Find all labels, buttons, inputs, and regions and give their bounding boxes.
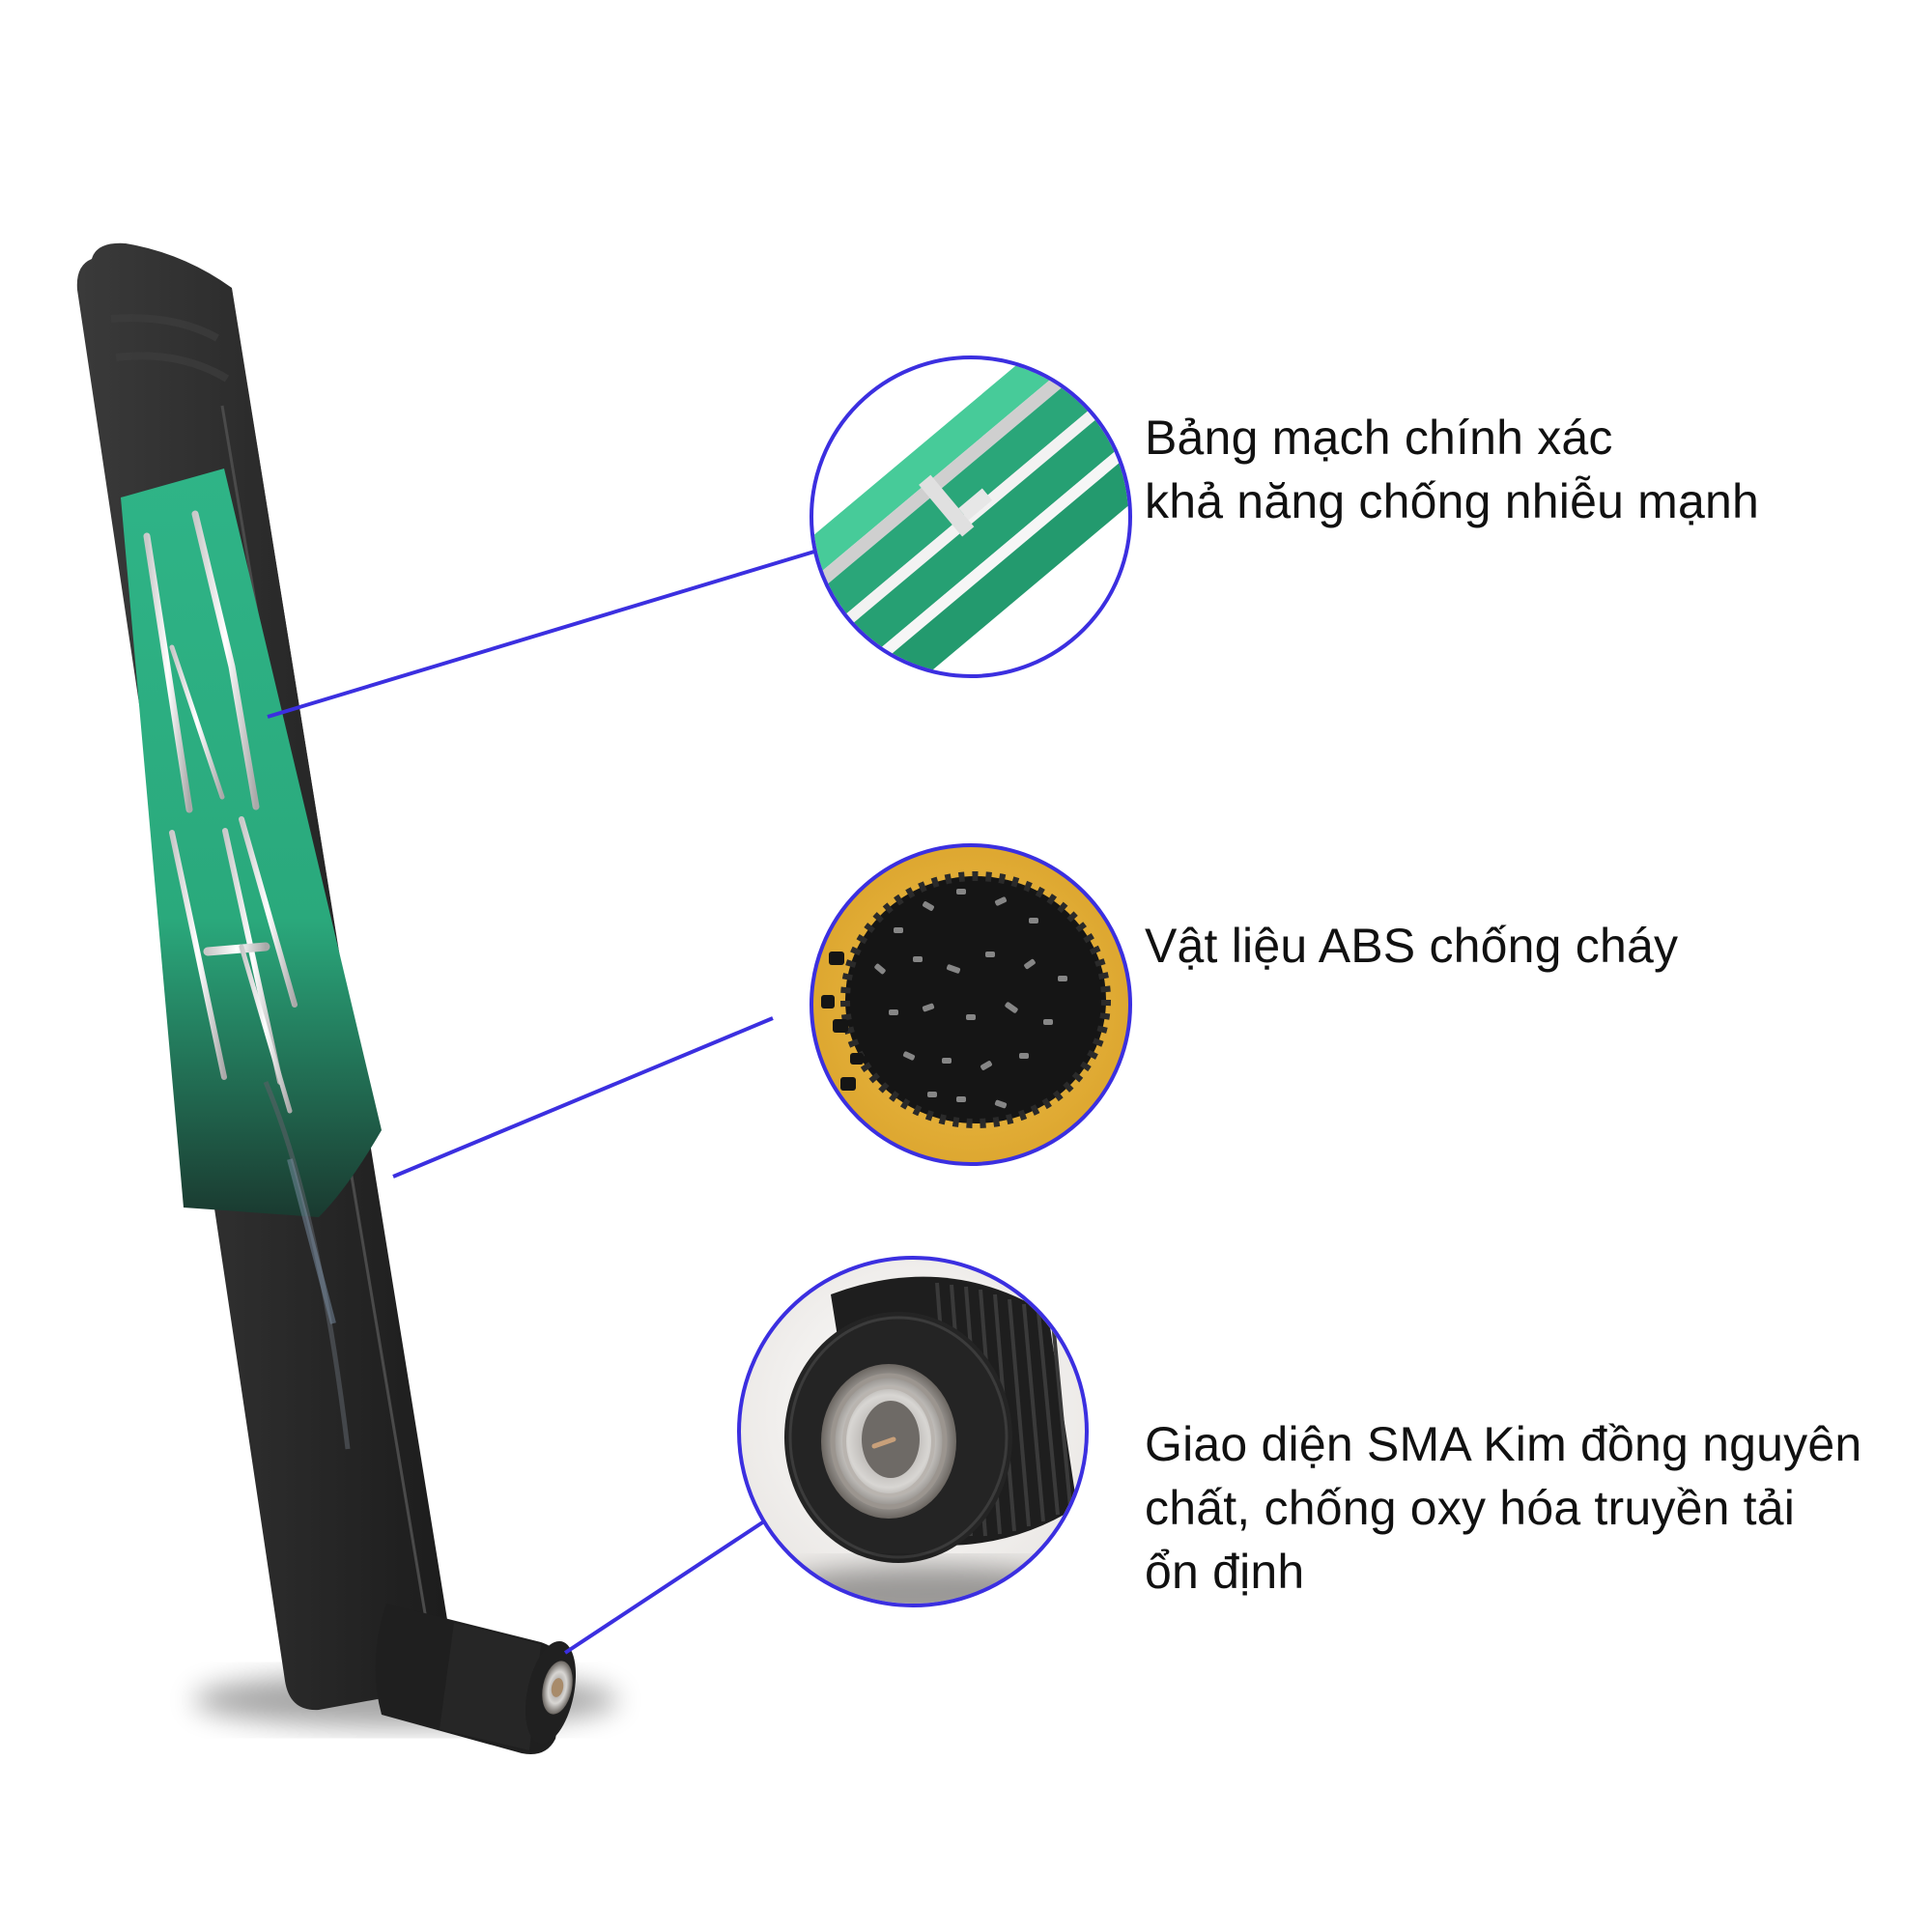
pcb-traces [143, 510, 298, 1114]
pellet-highlights [874, 889, 1067, 1109]
abs-pellets-closeup [810, 843, 1132, 1166]
pcb-closeup-ring [810, 355, 1132, 678]
feature-sma-line-1: Giao diện SMA Kim đồng nguyên [1145, 1417, 1862, 1471]
stray-pellets [821, 952, 864, 1091]
callout-line-pcb [267, 550, 815, 719]
feature-sma-line-3: ổn định [1145, 1545, 1305, 1599]
callout-line-sma [563, 1514, 775, 1655]
callout-line-abs [392, 1016, 774, 1179]
sma-connector-closeup [737, 1256, 1089, 1607]
sma-connector [375, 1604, 577, 1754]
sma-closeup-ring [737, 1256, 1089, 1607]
abs-closeup-ring [810, 843, 1132, 1166]
pcb-closeup [810, 355, 1132, 678]
feature-sma-line-2: chất, chống oxy hóa truyền tải [1145, 1481, 1796, 1535]
antenna [76, 242, 618, 1754]
feature-abs-line-1: Vật liệu ABS chống cháy [1145, 919, 1679, 973]
feature-text-abs: Vật liệu ABS chống cháy [1145, 914, 1678, 978]
feature-text-pcb: Bảng mạch chính xác khả năng chống nhiễu… [1145, 406, 1759, 533]
feature-pcb-line-1: Bảng mạch chính xác [1145, 411, 1613, 465]
callout-lines [267, 550, 815, 1655]
feature-text-sma: Giao diện SMA Kim đồng nguyên chất, chốn… [1145, 1412, 1861, 1604]
feature-pcb-line-2: khả năng chống nhiễu mạnh [1145, 474, 1760, 528]
